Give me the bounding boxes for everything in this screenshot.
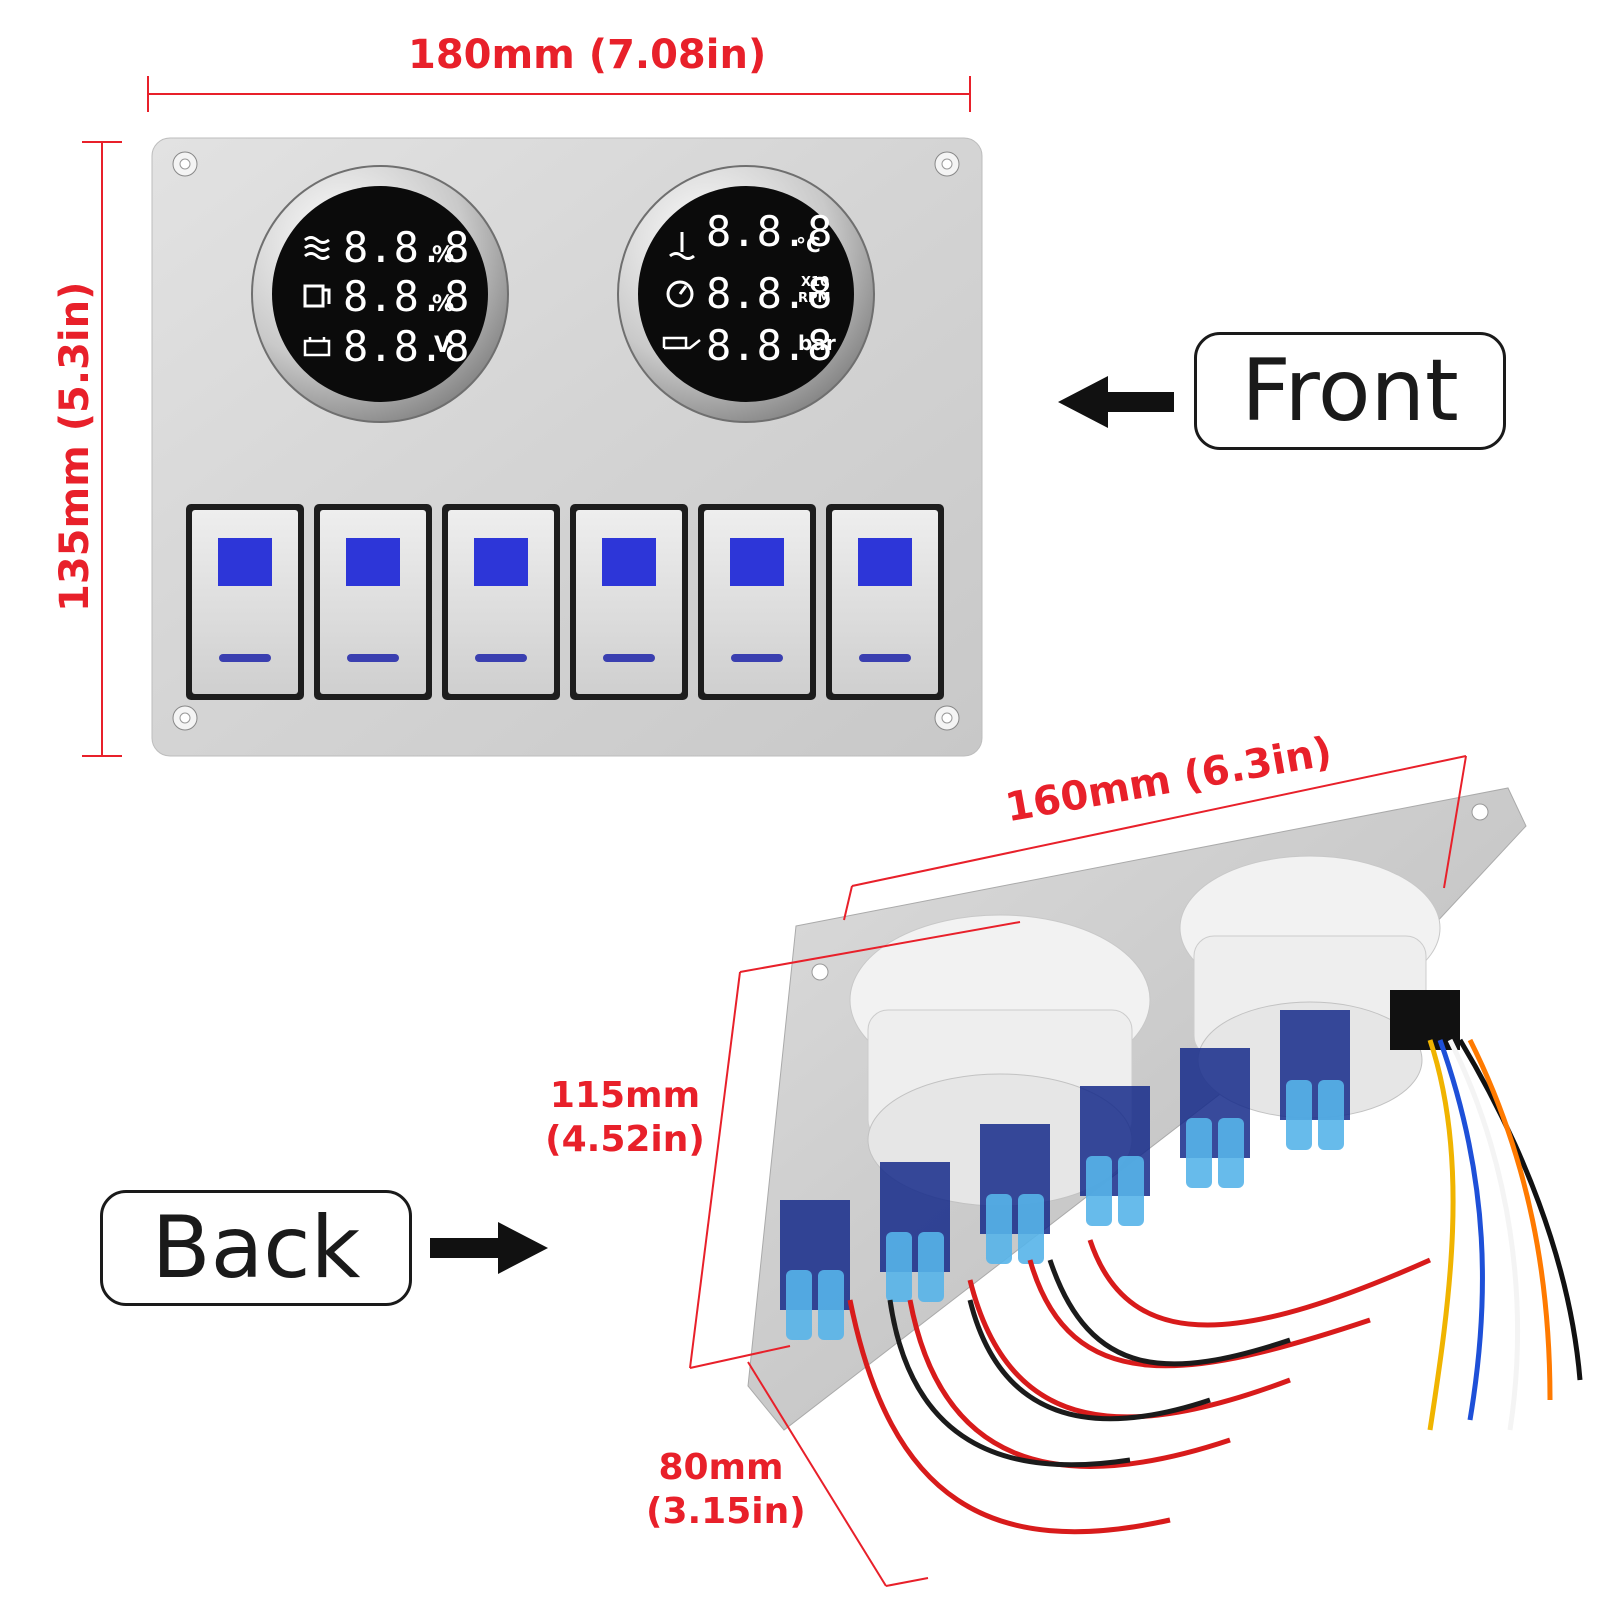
back-depth-mm: 80mm xyxy=(658,1447,784,1488)
rocker-switch-1[interactable] xyxy=(186,504,304,700)
back-height-mm: 115mm xyxy=(549,1075,701,1116)
water-level-icon xyxy=(304,236,330,260)
back-arrow-icon xyxy=(430,1222,548,1274)
coolant-temp-icon xyxy=(669,232,695,260)
gauge-left-readout-2: 8.8.8 xyxy=(343,272,469,321)
gauge-right-readout-2: 8.8.8 xyxy=(706,269,832,318)
switch-body-4 xyxy=(1080,1086,1150,1226)
back-height-in: (4.52in) xyxy=(545,1119,705,1160)
gauge-left-readout-1: 8.8.8 xyxy=(343,223,469,272)
mounting-hole xyxy=(172,151,198,177)
gauge-left: 8.8.8 % 8.8.8 % 8.8.8 V xyxy=(251,165,509,423)
tachometer-icon xyxy=(666,280,694,308)
rocker-switch-4[interactable] xyxy=(570,504,688,700)
mounting-hole xyxy=(1471,803,1489,821)
rocker-switch-5[interactable] xyxy=(698,504,816,700)
front-height-dimension-line xyxy=(82,141,122,757)
front-width-label: 180mm (7.08in) xyxy=(408,32,767,78)
gauge-left-unit-1: % xyxy=(432,243,454,268)
battery-icon xyxy=(303,337,331,357)
gauge-right: 8.8.8 °C 8.8.8 X10 RPM 8.8.8 bar xyxy=(617,165,875,423)
front-height-label: 135mm (5.3in) xyxy=(52,281,98,612)
gauge-right-unit-bar: bar xyxy=(798,331,836,355)
gauge-left-readout-3: 8.8.8 xyxy=(343,322,469,371)
rocker-switch-row xyxy=(186,504,944,700)
gauge-left-unit-2: % xyxy=(432,292,454,317)
mounting-hole xyxy=(934,151,960,177)
back-depth-label: 80mm (3.15in) xyxy=(646,1446,806,1534)
switch-body-2 xyxy=(880,1162,950,1302)
gauge-housing-right xyxy=(1179,855,1460,1119)
back-panel xyxy=(747,787,1583,1535)
switch-indicator-icon xyxy=(602,538,656,586)
back-depth-in: (3.15in) xyxy=(646,1491,806,1532)
front-width-dimension-line xyxy=(147,76,971,112)
back-label: Back xyxy=(100,1190,412,1306)
switch-indicator-icon xyxy=(858,538,912,586)
front-arrow-icon xyxy=(1058,376,1174,428)
rocker-switch-6[interactable] xyxy=(826,504,944,700)
switch-indicator-icon xyxy=(218,538,272,586)
rocker-switch-3[interactable] xyxy=(442,504,560,700)
switch-indicator-icon xyxy=(346,538,400,586)
mounting-hole xyxy=(172,705,198,731)
gauge-right-readout-3: 8.8.8 xyxy=(706,321,832,370)
mounting-hole xyxy=(811,963,829,981)
oil-can-icon xyxy=(662,336,701,350)
back-height-label: 115mm (4.52in) xyxy=(540,1074,710,1162)
switch-body-6 xyxy=(1280,1010,1350,1150)
mounting-hole xyxy=(934,705,960,731)
gauge-right-unit-celsius: °C xyxy=(796,233,821,257)
fuel-tank-icon xyxy=(303,284,331,308)
switch-indicator-icon xyxy=(730,538,784,586)
rocker-switch-2[interactable] xyxy=(314,504,432,700)
front-label: Front xyxy=(1194,332,1506,450)
front-panel: 8.8.8 % 8.8.8 % 8.8.8 V 8.8.8 °C xyxy=(151,137,983,757)
gauge-right-unit-rpm: RPM xyxy=(798,291,830,306)
switch-body-5 xyxy=(1180,1048,1250,1188)
switch-body-3 xyxy=(980,1124,1050,1264)
switch-terminals xyxy=(780,1010,1350,1340)
switch-indicator-icon xyxy=(474,538,528,586)
switch-body-1 xyxy=(780,1200,850,1340)
gauge-right-readout-1: 8.8.8 xyxy=(706,207,832,256)
gauge-left-unit-3: V xyxy=(434,333,451,358)
gauge-right-unit-x10: X10 xyxy=(801,275,829,290)
